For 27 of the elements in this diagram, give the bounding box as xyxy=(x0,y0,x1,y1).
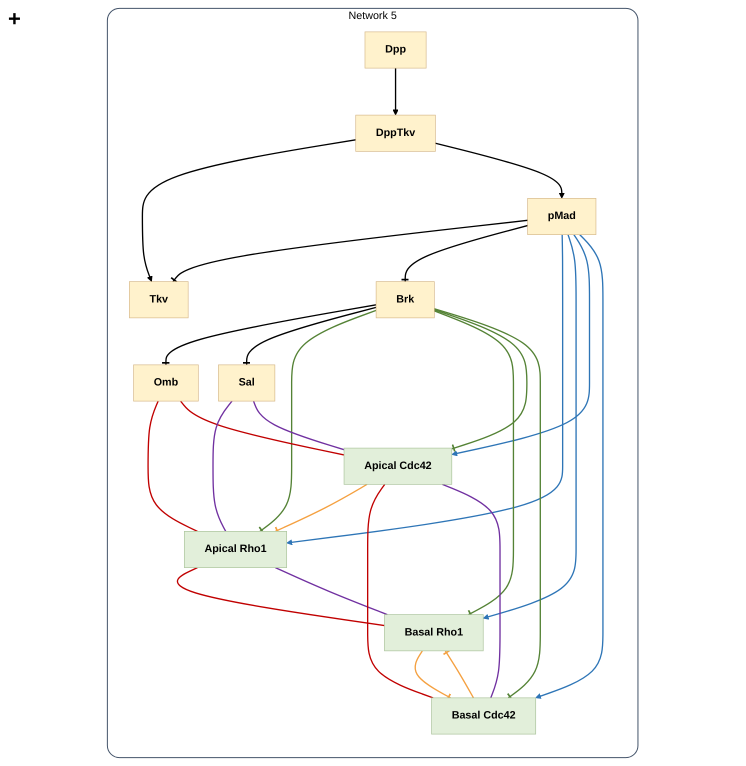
gene-box: Omb xyxy=(134,364,199,402)
connector-line xyxy=(212,400,233,532)
gene-box: Basal Rho1 xyxy=(384,614,484,652)
gene-box: Apical Cdc42 xyxy=(344,448,452,485)
connector-line xyxy=(180,400,345,456)
connector-line xyxy=(367,484,434,698)
arrow xyxy=(483,234,578,620)
gene-box: Basal Cdc42 xyxy=(432,698,536,734)
gene-box: Brk xyxy=(376,281,435,318)
arrow xyxy=(536,234,604,699)
gene-box: Dpp xyxy=(364,32,427,68)
arrow xyxy=(142,139,356,282)
connector-line xyxy=(275,567,388,616)
gene-box: Apical Rho1 xyxy=(184,531,288,568)
connector-line xyxy=(253,400,345,450)
connector-line xyxy=(177,567,385,626)
gene-box: Tkv xyxy=(129,281,189,318)
connector-line xyxy=(442,484,502,698)
arrow xyxy=(436,142,566,199)
connector-line xyxy=(148,400,198,532)
arrow xyxy=(452,234,590,456)
gene-box: Sal xyxy=(218,364,276,402)
arrow xyxy=(286,234,564,546)
gene-box: pMad xyxy=(528,198,597,235)
arrow xyxy=(392,68,399,116)
gene-box: DppTkv xyxy=(356,114,436,152)
plus-sign: + xyxy=(8,6,21,31)
